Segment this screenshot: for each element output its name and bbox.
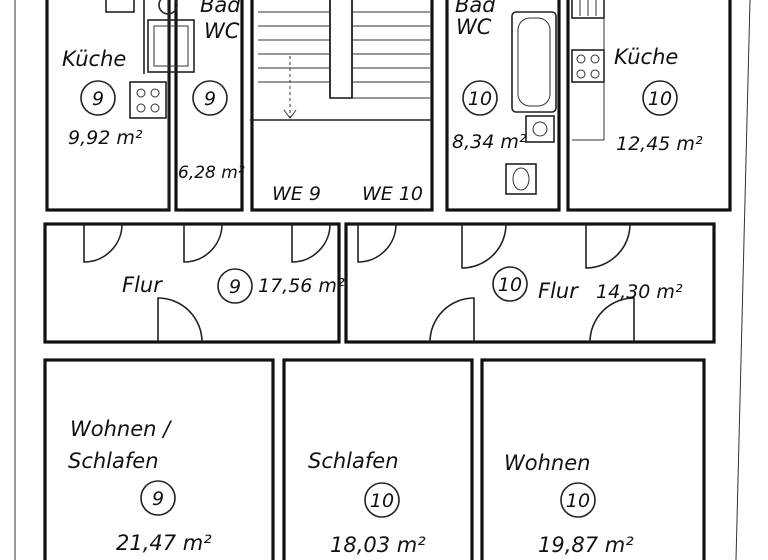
unit-marker-kueche-10 xyxy=(642,80,678,116)
label-flur-9: Flur xyxy=(122,273,163,297)
area-wohnen-10: 19,87 m² xyxy=(538,533,634,557)
label-wc-9: WC xyxy=(204,19,240,43)
room-bad-10 xyxy=(445,0,561,212)
unit-kueche-10: 10 xyxy=(648,88,672,110)
label-kueche-10: Küche xyxy=(614,45,678,69)
area-bad-10: 8,34 m² xyxy=(452,131,527,153)
unit-bad-10: 10 xyxy=(468,88,492,110)
stove-icon-10 xyxy=(571,49,605,83)
label-wohnen-10: Wohnen xyxy=(504,451,590,475)
label-we-9: WE 9 xyxy=(272,183,321,205)
room-wohnen-schlafen-9 xyxy=(43,358,275,560)
room-kueche-9 xyxy=(45,0,171,212)
room-wohnen-10 xyxy=(480,358,706,560)
label-bad-10: Bad xyxy=(455,0,496,17)
unit-wohnen-schlafen-9: 9 xyxy=(152,488,164,510)
area-kueche-9: 9,92 m² xyxy=(68,127,143,149)
unit-flur-9: 9 xyxy=(229,276,241,298)
room-flur-10 xyxy=(344,222,716,344)
unit-marker-kueche-9 xyxy=(80,80,116,116)
area-bad-9: 6,28 m² xyxy=(178,163,245,183)
toilet-icon-10 xyxy=(505,163,537,195)
toilet-icon xyxy=(158,0,178,15)
stairwell xyxy=(250,0,434,212)
room-kueche-10 xyxy=(566,0,732,212)
unit-flur-10: 10 xyxy=(498,274,522,296)
unit-marker-bad-9 xyxy=(192,80,228,116)
label-wohnen-schlafen-9-line1: Wohnen / xyxy=(70,417,172,441)
washbasin-icon-10 xyxy=(525,115,555,143)
area-wohnen-schlafen-9: 21,47 m² xyxy=(116,531,212,555)
label-wc-10: WC xyxy=(456,15,492,39)
door-swings-bottom xyxy=(157,297,635,343)
area-flur-9: 17,56 m² xyxy=(258,275,345,297)
label-bad-9: Bad xyxy=(200,0,241,17)
room-schlafen-10 xyxy=(282,358,474,560)
sink-icon xyxy=(105,0,135,13)
unit-marker-wohnen-schlafen-9 xyxy=(140,480,176,516)
label-flur-10: Flur xyxy=(538,279,579,303)
unit-marker-flur-9 xyxy=(217,268,253,304)
unit-marker-wohnen-10 xyxy=(560,482,596,518)
door-swings-top xyxy=(83,223,631,269)
stove-icon xyxy=(129,81,167,119)
area-kueche-10: 12,45 m² xyxy=(616,133,703,155)
area-schlafen-10: 18,03 m² xyxy=(330,533,426,557)
label-we-10: WE 10 xyxy=(362,183,423,205)
area-flur-10: 14,30 m² xyxy=(596,281,683,303)
unit-schlafen-10: 10 xyxy=(370,490,394,512)
label-schlafen-10: Schlafen xyxy=(308,449,399,473)
label-wohnen-schlafen-9-line2: Schlafen xyxy=(68,449,159,473)
washbasin-icon xyxy=(147,19,195,73)
outer-wall-right xyxy=(735,0,751,560)
room-bad-9 xyxy=(174,0,244,212)
unit-marker-flur-10 xyxy=(492,266,528,302)
unit-kueche-9: 9 xyxy=(92,88,104,110)
unit-marker-bad-10 xyxy=(462,80,498,116)
unit-bad-9: 9 xyxy=(204,88,216,110)
unit-marker-schlafen-10 xyxy=(364,482,400,518)
label-kueche-9: Küche xyxy=(62,47,126,71)
stair-treads xyxy=(258,0,430,119)
bathtub-icon xyxy=(511,11,557,113)
room-flur-9 xyxy=(43,222,341,344)
unit-wohnen-10: 10 xyxy=(566,490,590,512)
